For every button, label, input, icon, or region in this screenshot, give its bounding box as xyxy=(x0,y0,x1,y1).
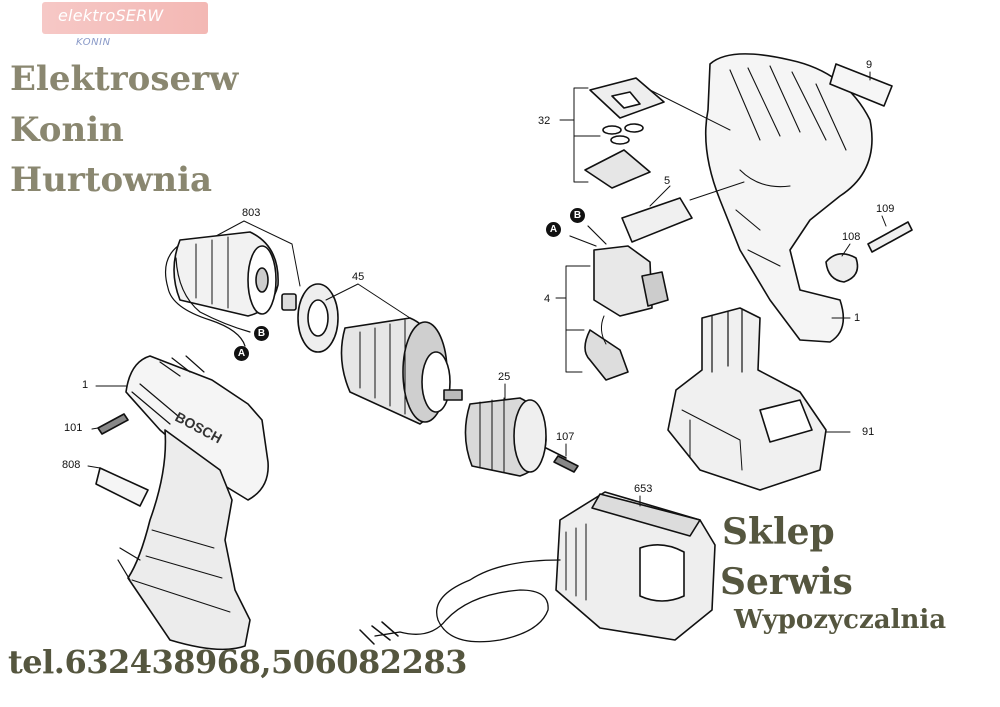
marker-b-switch: B xyxy=(570,208,585,223)
part-label-653: 653 xyxy=(634,483,653,495)
part-label-808: 808 xyxy=(62,459,81,471)
marker-a-switch: A xyxy=(546,222,561,237)
heading-service: Serwis xyxy=(720,561,853,603)
heading-shop: Sklep xyxy=(722,511,835,553)
part-label-803: 803 xyxy=(242,207,261,219)
part-label-45: 45 xyxy=(352,271,365,283)
switch-module-drawing xyxy=(569,225,669,381)
part-5-drawing xyxy=(621,197,693,243)
part-label-9: 9 xyxy=(866,59,873,71)
heading-city: Konin xyxy=(10,110,124,150)
heading-wholesale: Hurtownia xyxy=(10,160,213,200)
bracket-32 xyxy=(559,87,601,183)
part-label-4: 4 xyxy=(544,293,551,305)
marker-b-motor: B xyxy=(254,326,269,341)
logo-text: elektroSERW xyxy=(58,6,164,25)
charger-drawing xyxy=(359,491,716,645)
bit-109 xyxy=(867,221,913,253)
logo-badge xyxy=(42,2,208,34)
screw-101 xyxy=(97,413,129,435)
heading-company: Elektroserw xyxy=(10,59,239,99)
part-label-1-right: 1 xyxy=(854,312,861,324)
gearbox-drawing xyxy=(297,283,463,425)
part-label-101: 101 xyxy=(64,422,83,434)
heading-rental: Wypozyczalnia xyxy=(734,605,947,635)
part-label-107: 107 xyxy=(556,431,575,443)
phone-number: tel.632438968,506082283 xyxy=(8,643,467,681)
part-label-109: 109 xyxy=(876,203,895,215)
part-label-1-left: 1 xyxy=(82,379,89,391)
part-label-91: 91 xyxy=(862,426,875,438)
part-label-108: 108 xyxy=(842,231,861,243)
leader-lines xyxy=(87,71,887,507)
battery-drawing xyxy=(667,307,827,491)
motor-drawing xyxy=(165,231,297,347)
label-strip-808 xyxy=(95,467,149,507)
switch-cover-drawing xyxy=(584,77,665,189)
chuck-drawing xyxy=(464,397,567,477)
right-housing-drawing xyxy=(704,53,873,343)
part-label-25: 25 xyxy=(498,371,511,383)
bit-holder-108 xyxy=(825,253,859,283)
bracket-4 xyxy=(555,265,591,373)
screw-107 xyxy=(553,455,579,473)
label-strip-9 xyxy=(829,63,893,107)
marker-a-motor: A xyxy=(234,346,249,361)
part-label-32: 32 xyxy=(538,115,551,127)
part-label-5: 5 xyxy=(664,175,671,187)
logo-subtext: KONIN xyxy=(76,37,111,48)
left-housing-drawing xyxy=(117,355,269,651)
